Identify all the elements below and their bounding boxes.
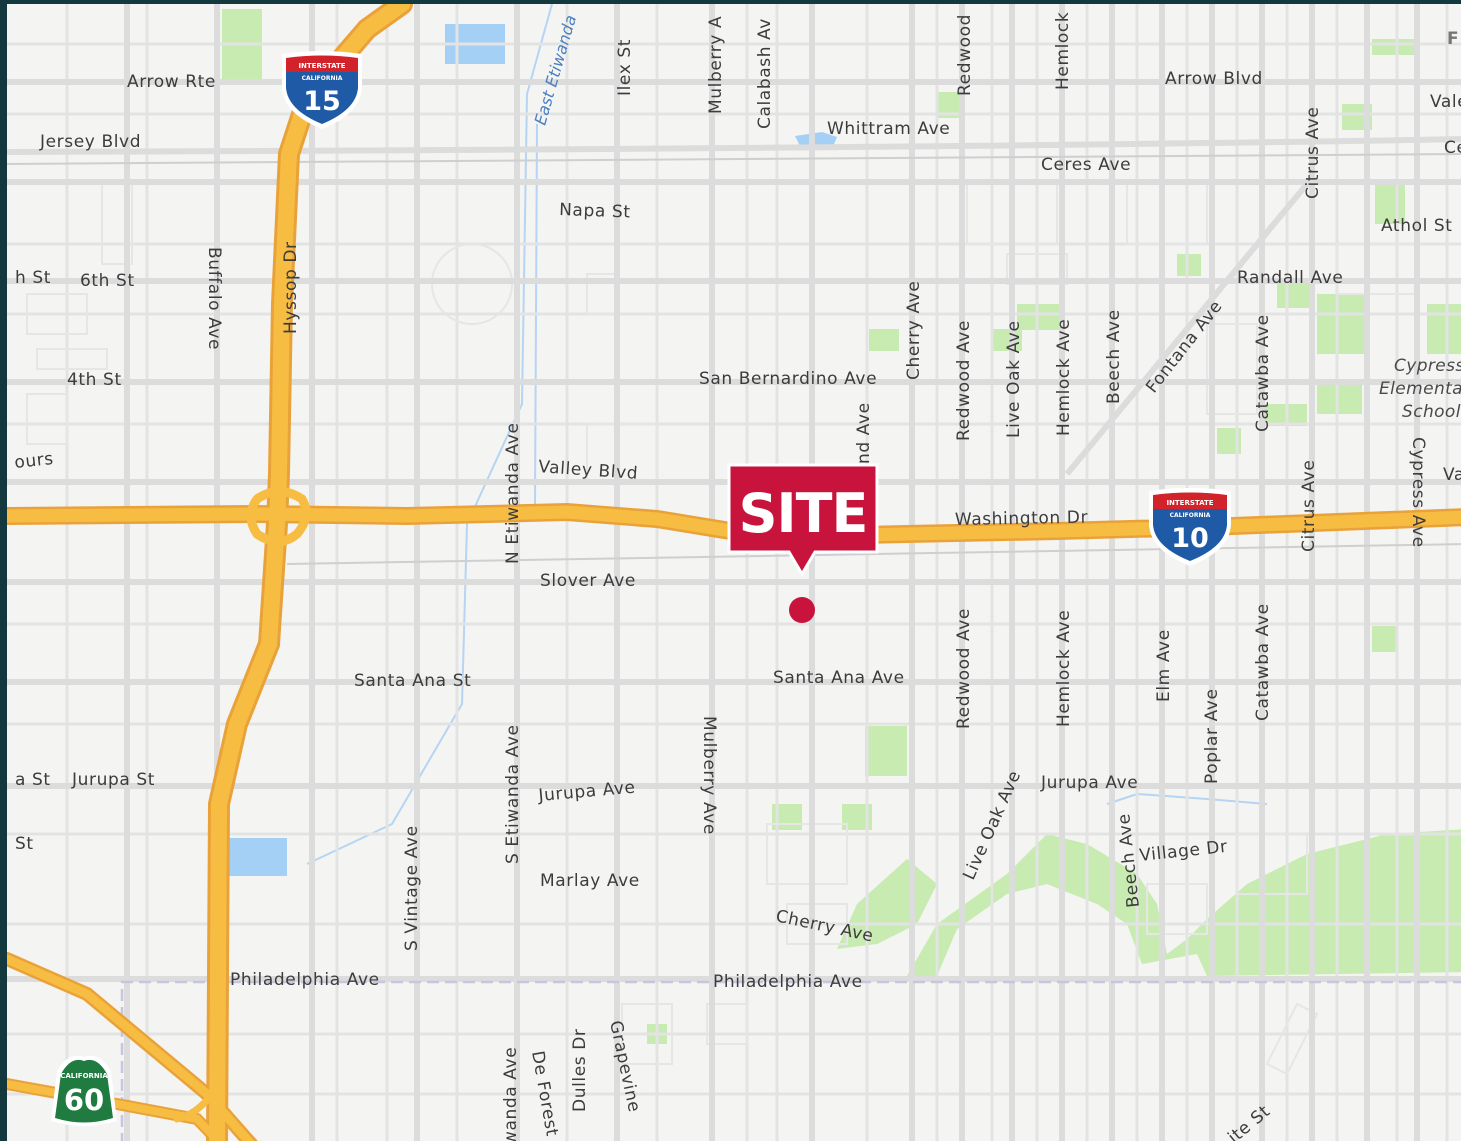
county-boundary: [120, 980, 1461, 1141]
label-cherry-ave: Cherry Ave: [904, 281, 924, 380]
label-nd-ave-partial: nd Ave: [854, 402, 874, 464]
label-randall-ave: Randall Ave: [1237, 268, 1343, 288]
label-dulles-dr: Dulles Dr: [570, 1028, 590, 1112]
label-redwood-ave-mid: Redwood Ave: [954, 320, 974, 441]
ca60-shield-icon: CALIFORNIA 60: [51, 1055, 117, 1126]
label-catawba-ave-south: Catawba Ave: [1253, 603, 1273, 721]
label-cypress-school-1: Cypress: [1394, 356, 1461, 376]
label-calabash-ave: Calabash Av: [755, 18, 775, 129]
ca60-shield-number: 60: [64, 1083, 104, 1117]
label-s-etiwanda-ave: S Etiwanda Ave: [503, 724, 523, 864]
label-ceres-ave: Ceres Ave: [1041, 155, 1131, 175]
label-citrus-ave-north: Citrus Ave: [1303, 107, 1323, 199]
label-poplar-ave: Poplar Ave: [1202, 688, 1222, 784]
label-jurupa-st-partial: a St: [15, 770, 51, 790]
site-marker[interactable]: SITE: [727, 463, 879, 623]
label-redwood-ave-south: Redwood Ave: [954, 608, 974, 729]
label-f-partial: F: [1447, 29, 1459, 49]
label-beech-ave-mid: Beech Ave: [1104, 309, 1124, 404]
label-marlay-ave: Marlay Ave: [540, 871, 640, 891]
label-6th-st: 6th St: [80, 271, 135, 291]
site-location-dot[interactable]: [789, 597, 815, 623]
i10-shield-state: CALIFORNIA: [1170, 512, 1211, 519]
label-ce-partial: Ce: [1444, 138, 1461, 158]
label-hemlock-ave-south: Hemlock Ave: [1054, 610, 1074, 727]
minor-streets: [7, 4, 1461, 1141]
label-4th-st: 4th St: [67, 370, 122, 390]
label-hemlock-ave-north: Hemlock: [1053, 12, 1073, 90]
label-cypress-school-3: School: [1402, 402, 1461, 422]
label-hemlock-ave-mid: Hemlock Ave: [1054, 319, 1074, 436]
label-arrow-blvd: Arrow Blvd: [1165, 69, 1263, 89]
label-buffalo-ave: Buffalo Ave: [204, 247, 224, 350]
label-santa-ana-ave: Santa Ana Ave: [773, 668, 905, 688]
major-streets: [7, 4, 1461, 1141]
i15-shield-top: INTERSTATE: [298, 62, 345, 70]
i10-shield-icon: INTERSTATE CALIFORNIA 10: [1149, 488, 1231, 566]
site-marker-label: SITE: [739, 482, 868, 545]
street-labels: Arrow Rte Arrow Blvd Jersey Blvd Whittra…: [13, 12, 1461, 1141]
label-cypress-ave: Cypress Ave: [1408, 437, 1428, 548]
label-elm-ave: Elm Ave: [1154, 629, 1174, 702]
label-ours-partial: ours: [13, 449, 54, 473]
label-s-vintage-ave: S Vintage Ave: [402, 825, 422, 951]
street-map[interactable]: Arrow Rte Arrow Blvd Jersey Blvd Whittra…: [7, 4, 1461, 1141]
label-jurupa-ave-east: Jurupa Ave: [1040, 773, 1138, 793]
railroad: [7, 153, 1461, 565]
i15-shield-icon: INTERSTATE CALIFORNIA 15: [282, 51, 362, 129]
ca60-shield-state: CALIFORNIA: [60, 1072, 108, 1080]
i15-shield-number: 15: [303, 86, 341, 117]
i15-shield-state: CALIFORNIA: [302, 75, 343, 82]
label-mulberry-ave-south: Mulberry Ave: [699, 716, 719, 835]
label-jersey-blvd: Jersey Blvd: [39, 132, 141, 152]
label-6th-st-partial: h St: [15, 268, 51, 288]
i10-shield-top: INTERSTATE: [1166, 499, 1213, 507]
i10-shield-number: 10: [1171, 523, 1209, 554]
label-n-etiwanda-ave: N Etiwanda Ave: [503, 422, 523, 564]
label-santa-ana-st: Santa Ana St: [354, 671, 471, 691]
label-san-bernardino-ave: San Bernardino Ave: [699, 369, 877, 389]
label-redwood-ave-north: Redwood: [955, 14, 975, 96]
label-philadelphia-ave-east: Philadelphia Ave: [713, 972, 863, 992]
label-slover-ave: Slover Ave: [540, 571, 636, 591]
park-areas: [222, 9, 1461, 1044]
label-cypress-school-2: Elementar: [1379, 379, 1461, 399]
label-jurupa-st: Jurupa St: [71, 770, 155, 790]
label-philadelphia-ave-west: Philadelphia Ave: [230, 970, 380, 990]
label-washington-dr: Washington Dr: [955, 508, 1089, 530]
label-st-partial: St: [15, 834, 34, 854]
label-vale-partial: Vale: [1430, 92, 1461, 112]
label-whittram-ave: Whittram Ave: [827, 119, 950, 139]
label-live-oak-ave-mid: Live Oak Ave: [1004, 320, 1024, 438]
label-citrus-ave-south: Citrus Ave: [1299, 460, 1319, 552]
label-etiwanda-ave-bottom: wanda Ave: [501, 1047, 521, 1141]
label-mulberry-ave-north: Mulberry A: [706, 16, 726, 114]
label-athol-st: Athol St: [1381, 216, 1453, 236]
label-va-partial: Va: [1443, 465, 1461, 485]
label-ilex-st: Ilex St: [615, 39, 635, 96]
label-arrow-rte: Arrow Rte: [127, 72, 216, 92]
label-napa-st: Napa St: [559, 200, 631, 222]
label-catawba-ave-mid: Catawba Ave: [1253, 314, 1273, 432]
label-hyssop-dr: Hyssop Dr: [281, 241, 301, 334]
